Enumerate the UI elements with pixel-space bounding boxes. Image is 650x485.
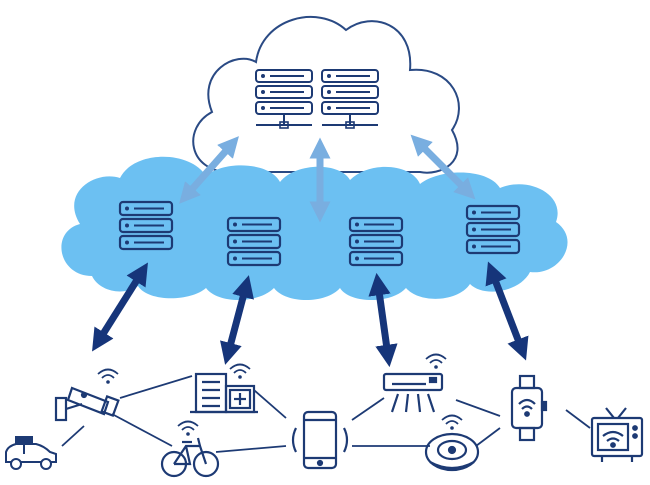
link-edge2-devices	[220, 275, 254, 365]
device-mesh-lines	[61, 375, 591, 453]
cloud-server-rack-right	[321, 69, 379, 129]
hospital-wifi-icon	[229, 363, 251, 380]
cloud-server-rack-left	[255, 69, 313, 129]
camera-wifi-icon	[97, 368, 119, 385]
central-cloud	[192, 15, 460, 174]
link-edge1-devices	[92, 262, 148, 352]
cctv-camera-icon	[54, 386, 120, 422]
link-cloud-edge-3	[410, 134, 476, 200]
taxi-icon	[5, 436, 57, 470]
air-conditioner-wifi-icon	[425, 353, 447, 370]
smartwatch-icon	[510, 374, 548, 442]
edge-device-links	[92, 261, 529, 368]
bicycle-icon	[160, 437, 220, 478]
smartphone-icon	[291, 410, 349, 470]
robot-vacuum-wifi-icon	[441, 414, 463, 431]
link-cloud-edge-1	[179, 136, 239, 204]
air-conditioner-icon	[382, 372, 444, 413]
bicycle-wifi-icon	[177, 420, 199, 437]
hospital-building-icon	[190, 372, 258, 414]
link-edge4-devices	[485, 261, 529, 361]
link-edge3-devices	[368, 272, 398, 368]
robot-vacuum-icon	[424, 432, 480, 472]
smart-tv-icon	[590, 407, 644, 462]
cloud-edge-links	[179, 134, 476, 223]
